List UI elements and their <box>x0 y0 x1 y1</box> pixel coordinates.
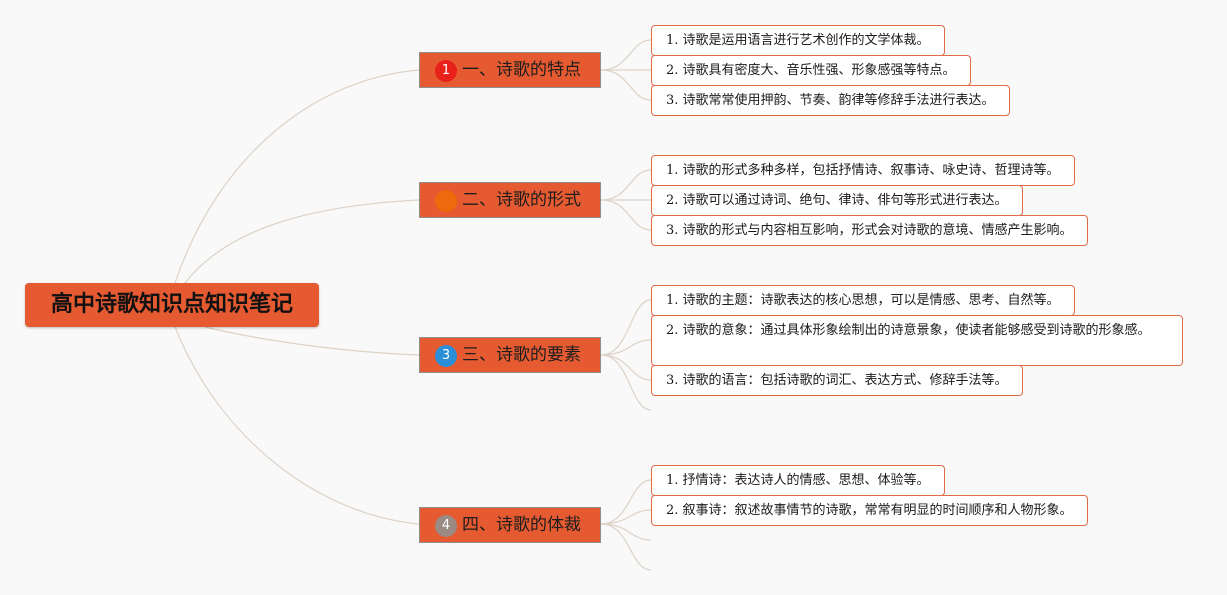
leaf-topic[interactable]: 1. 抒情诗：表达诗人的情感、思想、体验等。 <box>651 465 945 496</box>
leaf-topic[interactable]: 1. 诗歌是运用语言进行艺术创作的文学体裁。 <box>651 25 945 56</box>
connector-b3-leaf1 <box>600 299 652 356</box>
leaf-topic[interactable]: 2. 叙事诗：叙述故事情节的诗歌，常常有明显的时间顺序和人物形象。 <box>651 495 1088 526</box>
branch-topic-genres[interactable]: 4 四、诗歌的体裁 <box>419 507 601 543</box>
connector-b3-empty <box>600 354 652 411</box>
connector-root-branch-3 <box>204 326 420 356</box>
connector-b4-leaf1 <box>600 479 652 525</box>
number-2-badge-icon <box>435 190 457 212</box>
branch-label: 四、诗歌的体裁 <box>462 515 581 535</box>
branch-topic-forms[interactable]: 二、诗歌的形式 <box>419 182 601 218</box>
leaf-topic[interactable]: 2. 诗歌可以通过诗词、绝句、律诗、俳句等形式进行表达。 <box>651 185 1023 216</box>
leaf-topic[interactable]: 2. 诗歌具有密度大、音乐性强、形象感强等特点。 <box>651 55 971 86</box>
leaf-topic[interactable]: 1. 诗歌的形式多种多样，包括抒情诗、叙事诗、咏史诗、哲理诗等。 <box>651 155 1075 186</box>
number-1-badge-icon: 1 <box>435 60 457 82</box>
branch-label: 一、诗歌的特点 <box>462 60 581 80</box>
connector-b2-leaf3 <box>600 199 652 231</box>
number-4-badge-icon: 4 <box>435 515 457 537</box>
branch-topic-elements[interactable]: 3 三、诗歌的要素 <box>419 337 601 373</box>
connector-b3-leaf2 <box>600 339 652 356</box>
root-topic[interactable]: 高中诗歌知识点知识笔记 <box>25 283 319 327</box>
branch-label: 二、诗歌的形式 <box>462 190 581 210</box>
leaf-topic[interactable]: 3. 诗歌的语言：包括诗歌的词汇、表达方式、修辞手法等。 <box>651 365 1023 396</box>
connector-b2-leaf1 <box>600 169 652 201</box>
leaf-topic[interactable]: 3. 诗歌的形式与内容相互影响，形式会对诗歌的意境、情感产生影响。 <box>651 215 1088 246</box>
connector-root-branch-1 <box>174 69 420 284</box>
number-3-badge-icon: 3 <box>435 345 457 367</box>
leaf-topic[interactable]: 2. 诗歌的意象：通过具体形象绘制出的诗意景象，使读者能够感受到诗歌的形象感。 <box>651 315 1183 366</box>
connector-root-branch-2 <box>184 199 420 284</box>
leaf-topic[interactable]: 1. 诗歌的主题：诗歌表达的核心思想，可以是情感、思考、自然等。 <box>651 285 1075 316</box>
branch-topic-features[interactable]: 1 一、诗歌的特点 <box>419 52 601 88</box>
connector-b4-empty-1 <box>600 523 652 541</box>
leaf-topic[interactable]: 3. 诗歌常常使用押韵、节奏、韵律等修辞手法进行表达。 <box>651 85 1010 116</box>
connector-b4-empty-2 <box>600 523 652 571</box>
connector-root-branch-4 <box>174 326 420 525</box>
connector-b1-leaf1 <box>600 39 652 71</box>
branch-label: 三、诗歌的要素 <box>462 345 581 365</box>
connector-b1-leaf3 <box>600 69 652 101</box>
connector-b4-leaf2 <box>600 509 652 525</box>
